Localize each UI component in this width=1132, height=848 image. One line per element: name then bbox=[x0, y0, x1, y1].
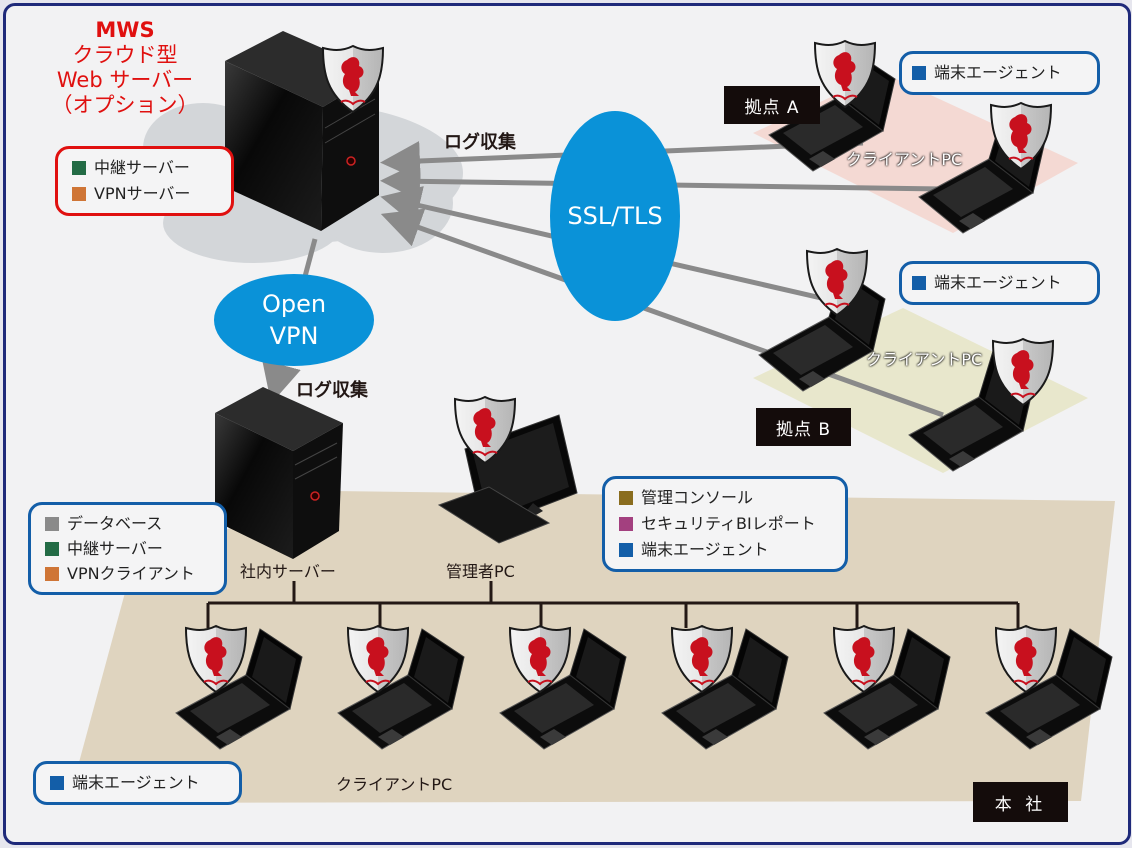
role-label: 中継サーバー bbox=[67, 539, 163, 558]
hq-tag: 本 社 bbox=[973, 782, 1068, 822]
role-item: 中継サーバー bbox=[72, 155, 217, 181]
openvpn-label-1: Open bbox=[261, 290, 327, 318]
network-diagram-canvas bbox=[68, 31, 1115, 803]
admin-roles-bubble: 管理コンソール セキュリティBIレポート 端末エージェント bbox=[602, 476, 848, 572]
agent-label: 端末エージェント bbox=[934, 273, 1062, 292]
site-b-pc-label: クライアントPC bbox=[866, 350, 983, 369]
role-label: データベース bbox=[67, 514, 163, 533]
legend-square-icon bbox=[619, 491, 633, 505]
role-label: 管理コンソール bbox=[641, 488, 754, 507]
cloud-title-type: クラウド型 bbox=[72, 43, 178, 67]
site-b-tag: 拠点 B bbox=[756, 408, 851, 446]
legend-square-icon bbox=[619, 517, 633, 531]
hq-client-pc-label: クライアントPC bbox=[336, 775, 453, 794]
agent-label: 端末エージェント bbox=[934, 63, 1062, 82]
role-label: VPNサーバー bbox=[94, 184, 191, 203]
ssl-tls-ellipse: SSL/TLS bbox=[550, 111, 680, 321]
hq-server-icon bbox=[215, 387, 343, 559]
hq-network-bus bbox=[206, 581, 1020, 628]
diagram-frame: MWS クラウド型 Web サーバー （オプション） 中継サーバー VPNサーバ… bbox=[3, 3, 1131, 845]
legend-square-icon bbox=[912, 66, 926, 80]
site-a-agent-bubble: 端末エージェント bbox=[899, 51, 1100, 95]
log-collect-label-mid: ログ収集 bbox=[296, 380, 368, 401]
site-a-pc-label: クライアントPC bbox=[846, 150, 963, 169]
role-label: セキュリティBIレポート bbox=[641, 514, 816, 533]
legend-square-icon bbox=[45, 566, 59, 581]
role-label: 端末エージェント bbox=[641, 540, 769, 559]
role-label: VPNクライアント bbox=[67, 564, 195, 583]
legend-square-icon bbox=[619, 543, 633, 557]
role-label: 中継サーバー bbox=[94, 158, 190, 177]
cloud-server-title: MWS クラウド型 Web サーバー （オプション） bbox=[50, 18, 200, 118]
hq-agent-bubble: 端末エージェント bbox=[33, 761, 242, 805]
hq-server-label: 社内サーバー bbox=[240, 562, 336, 581]
legend-square-icon bbox=[912, 276, 926, 290]
site-a-tag: 拠点 A bbox=[724, 86, 820, 124]
agent-label: 端末エージェント bbox=[72, 773, 200, 792]
legend-square-icon bbox=[72, 187, 86, 201]
legend-square-icon bbox=[50, 776, 64, 790]
cloud-server-roles-bubble: 中継サーバー VPNサーバー bbox=[55, 146, 234, 216]
role-item: VPNサーバー bbox=[72, 181, 217, 207]
cloud-title-option: （オプション） bbox=[51, 93, 199, 117]
legend-square-icon bbox=[72, 161, 86, 175]
site-b-agent-bubble: 端末エージェント bbox=[899, 261, 1100, 305]
cloud-title-mws: MWS bbox=[95, 18, 155, 42]
hq-server-roles-bubble: データベース 中継サーバー VPNクライアント bbox=[28, 502, 227, 595]
legend-square-icon bbox=[45, 516, 59, 531]
admin-pc-label: 管理者PC bbox=[446, 562, 515, 581]
log-collect-label-top: ログ収集 bbox=[444, 132, 516, 153]
openvpn-label-2: VPN bbox=[269, 322, 319, 350]
cloud-title-web: Web サーバー bbox=[56, 68, 194, 92]
arrow-site-b-2 bbox=[380, 208, 944, 418]
openvpn-ellipse: Open VPN bbox=[214, 274, 374, 366]
ssl-tls-label: SSL/TLS bbox=[567, 202, 663, 230]
legend-square-icon bbox=[45, 541, 59, 556]
